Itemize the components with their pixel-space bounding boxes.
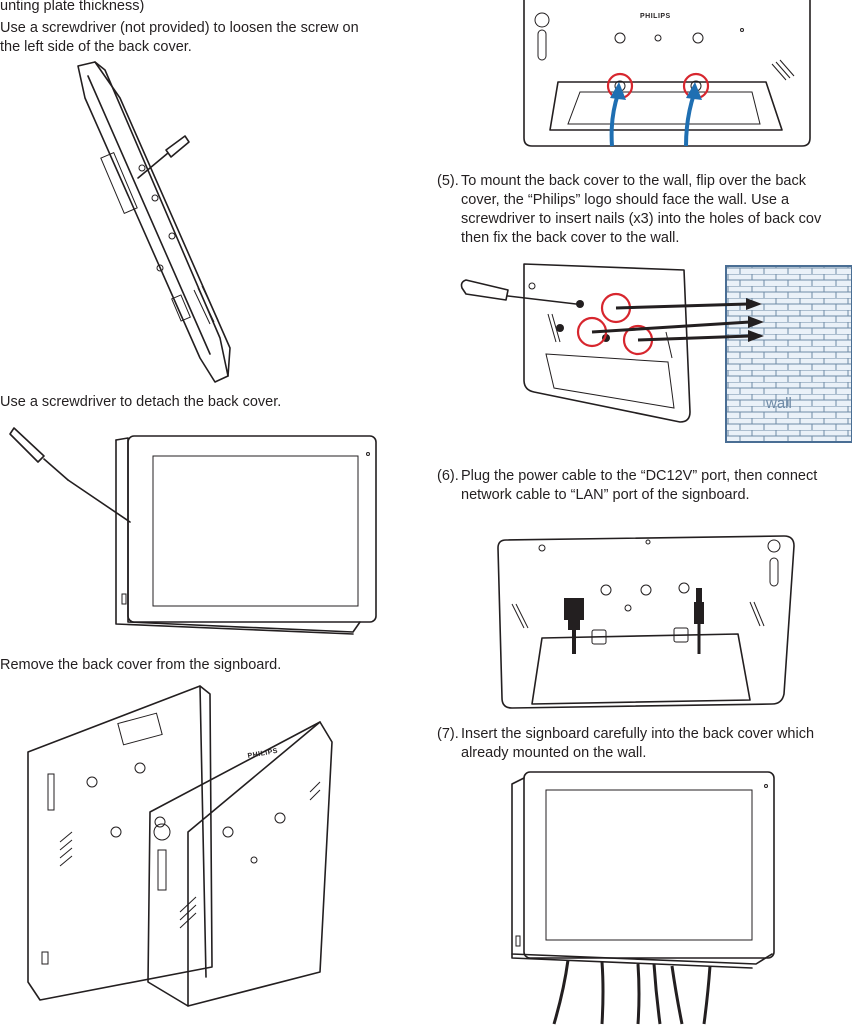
screwdriver-icon <box>462 280 577 304</box>
vent-grille-icon <box>180 782 320 928</box>
network-cable-icon <box>694 588 704 654</box>
step-5-text: To mount the back cover to the wall, fli… <box>461 172 821 248</box>
step-5-number: (5). <box>437 172 459 191</box>
illustration-cover-holes: PHILIPS <box>520 0 820 148</box>
step-3-text: Use a screwdriver to detach the back cov… <box>0 393 281 412</box>
step-7-text: Insert the signboard carefully into the … <box>461 725 814 763</box>
step-5-line: To mount the back cover to the wall, fli… <box>461 172 821 191</box>
step-7-number: (7). <box>437 725 459 744</box>
vent-grille-icon <box>512 602 764 628</box>
philips-logo: PHILIPS <box>247 748 278 760</box>
wall-label: wall <box>765 395 792 412</box>
step-2-line-2: the left side of the back cover. <box>0 38 192 57</box>
step-6-line: network cable to “LAN” port of the signb… <box>461 486 817 505</box>
step-2-line-1: Use a screwdriver (not provided) to loos… <box>0 19 359 38</box>
step-5: (5). To mount the back cover to the wall… <box>437 172 852 252</box>
step-7-line: Insert the signboard carefully into the … <box>461 725 814 744</box>
illustration-detach-cover <box>8 422 380 637</box>
step-6-text: Plug the power cable to the “DC12V” port… <box>461 467 817 505</box>
philips-logo: PHILIPS <box>640 13 671 20</box>
illustration-mount-to-wall: wall <box>458 262 852 446</box>
illustration-insert-signboard <box>508 768 780 1024</box>
illustration-loosen-screw <box>60 58 240 388</box>
step-7: (7). Insert the signboard carefully into… <box>437 725 852 765</box>
step-6-line: Plug the power cable to the “DC12V” port… <box>461 467 817 486</box>
header-fragment: unting plate thickness) <box>0 0 144 16</box>
step-5-line: cover, the “Philips” logo should face th… <box>461 191 821 210</box>
vent-grille-icon <box>772 60 794 80</box>
step-6: (6). Plug the power cable to the “DC12V”… <box>437 467 852 507</box>
step-6-number: (6). <box>437 467 459 486</box>
cables-icon <box>554 960 710 1024</box>
step-7-line: already mounted on the wall. <box>461 744 814 763</box>
step-4-text: Remove the back cover from the signboard… <box>0 656 281 675</box>
step-5-line: then fix the back cover to the wall. <box>461 229 821 248</box>
step-5-line: screwdriver to insert nails (x3) into th… <box>461 210 821 229</box>
wall-block <box>726 266 852 442</box>
power-cable-icon <box>564 598 584 654</box>
illustration-plug-cables <box>488 534 800 710</box>
illustration-remove-cover: PHILIPS <box>20 682 340 1012</box>
screwdriver-icon <box>10 428 130 522</box>
vent-grille-icon <box>60 832 72 866</box>
